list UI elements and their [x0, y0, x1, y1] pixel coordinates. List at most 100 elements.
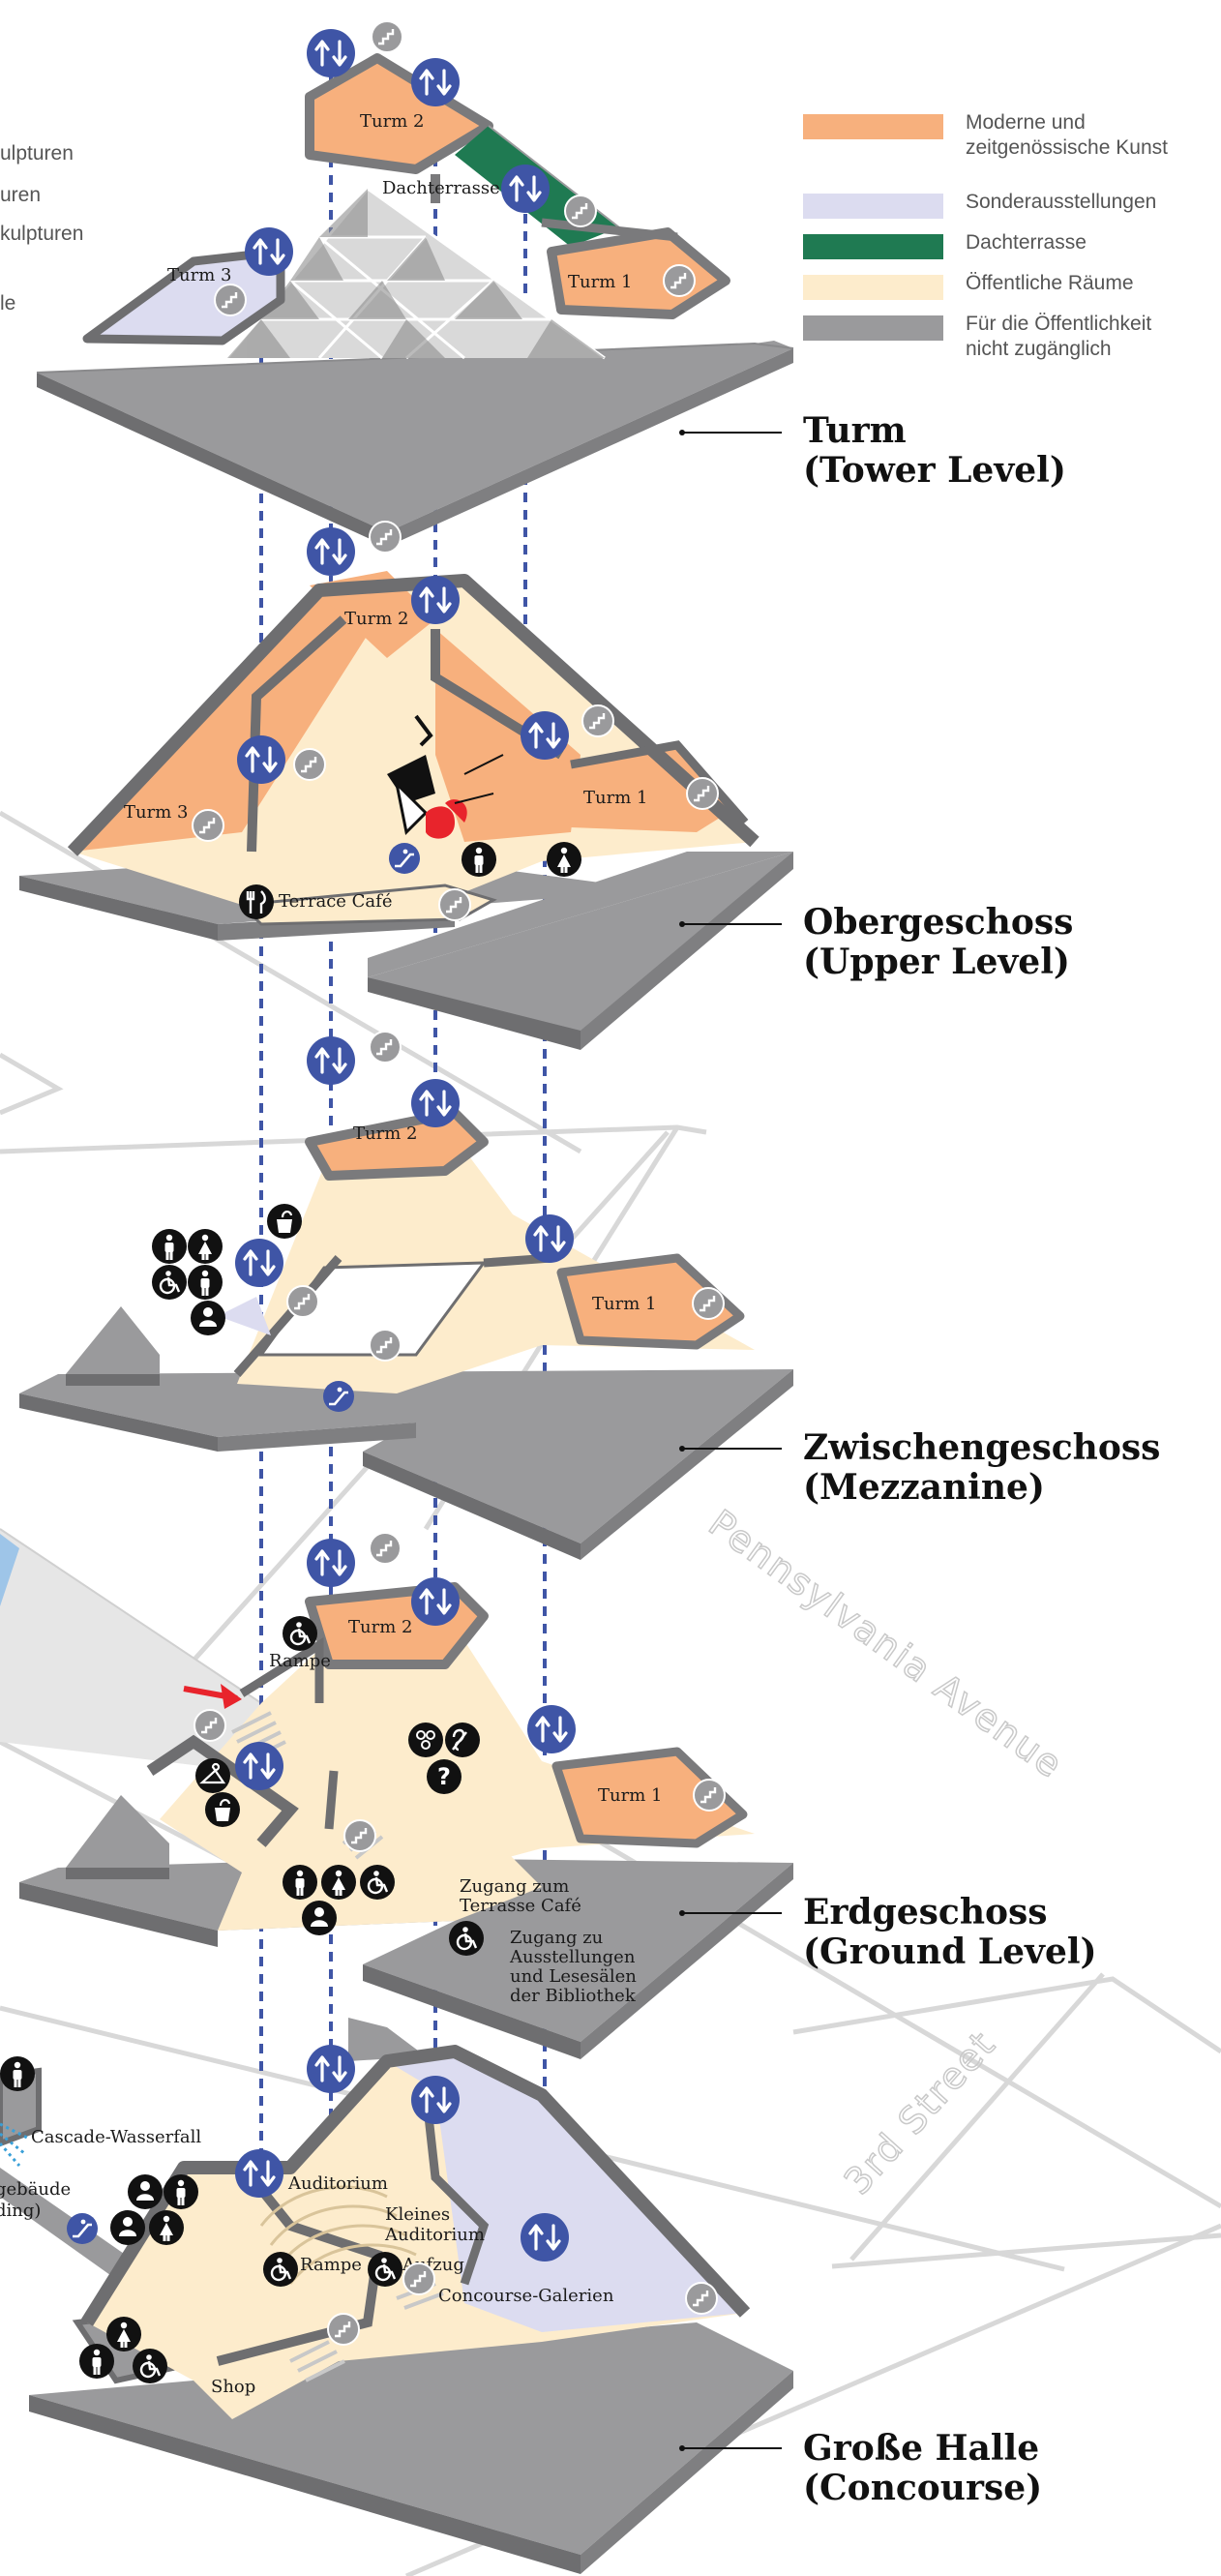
stairs-icon[interactable]: [437, 887, 472, 922]
baby-change-icon[interactable]: [128, 2174, 163, 2209]
stairs-icon[interactable]: [285, 1284, 320, 1319]
cafe-icon[interactable]: [237, 883, 276, 921]
coat-check-icon[interactable]: [194, 1756, 232, 1795]
restroom-woman-icon[interactable]: [321, 1865, 356, 1900]
elevator-icon[interactable]: [233, 1237, 285, 1289]
legend-swatch-special: [803, 194, 943, 219]
sculpture: [387, 714, 504, 839]
level-title-en: (Mezzanine): [803, 1467, 1045, 1508]
elevator-icon[interactable]: [519, 2211, 571, 2263]
elevator-icon[interactable]: [523, 1213, 576, 1265]
label-ground-zugang-aus-3: und Lesesälen: [510, 1966, 637, 1987]
cutoff-text: kulpturen: [0, 223, 84, 245]
label-concourse-auditorium: Auditorium: [287, 2173, 388, 2194]
level-title-de: Obergeschoss: [803, 902, 1074, 943]
level-title-en: (Tower Level): [803, 450, 1066, 491]
label-upper-turm1: Turm 1: [583, 788, 647, 808]
elevator-icon[interactable]: [305, 2043, 357, 2095]
stairs-icon[interactable]: [662, 263, 697, 298]
stairs-icon[interactable]: [326, 2312, 361, 2347]
elevator-icon[interactable]: [305, 1537, 357, 1589]
audio-guide-icon[interactable]: [407, 1722, 444, 1758]
elevator-icon[interactable]: [243, 225, 295, 278]
restroom-man-icon[interactable]: [188, 1265, 223, 1300]
restroom-man-icon[interactable]: [164, 2174, 198, 2209]
level-concourse: Cascade-Wasserfall gebäude ding) Auditor…: [0, 2018, 793, 2574]
stairs-icon[interactable]: [685, 776, 720, 811]
level-title-upper: Obergeschoss (Upper Level): [803, 903, 1073, 982]
wheelchair-icon[interactable]: [261, 2250, 300, 2289]
water-fountain-icon[interactable]: [203, 1790, 242, 1829]
wheelchair-icon[interactable]: [366, 2250, 404, 2289]
escalator-icon[interactable]: [321, 1379, 356, 1414]
level-title-mezzanine: Zwischengeschoss (Mezzanine): [803, 1428, 1160, 1508]
stairs-icon[interactable]: [692, 1778, 727, 1812]
elevator-icon[interactable]: [235, 734, 287, 786]
legend-item: Für die Öffentlichkeit nicht zugänglich: [803, 308, 1209, 387]
baby-change-icon[interactable]: [110, 2210, 145, 2245]
baby-change-icon[interactable]: [191, 1301, 225, 1335]
elevator-icon[interactable]: [409, 574, 462, 626]
hearing-icon[interactable]: [443, 1721, 482, 1759]
stairs-icon[interactable]: [691, 1286, 726, 1321]
elevator-icon[interactable]: [233, 2147, 285, 2200]
level-title-concourse: Große Halle (Concourse): [803, 2429, 1042, 2508]
legend-label: Moderne und zeitgenössische Kunst: [966, 111, 1168, 159]
elevator-icon[interactable]: [409, 1575, 462, 1628]
restroom-man-icon[interactable]: [462, 842, 496, 877]
cascade-waterfall: [0, 2122, 30, 2167]
stairs-icon[interactable]: [370, 19, 404, 54]
restroom-man-icon[interactable]: [0, 2056, 35, 2091]
level-title-en: (Upper Level): [803, 942, 1070, 982]
water-fountain-icon[interactable]: [265, 1202, 304, 1241]
stairs-icon[interactable]: [684, 2281, 719, 2316]
stairs-icon[interactable]: [368, 1328, 402, 1363]
label-ground-zugang-cafe-1: Zugang zum: [460, 1876, 569, 1897]
stairs-icon[interactable]: [292, 747, 327, 782]
cutoff-text: uren: [0, 184, 42, 206]
elevator-icon[interactable]: [525, 1703, 578, 1755]
stairs-icon[interactable]: [368, 1030, 402, 1064]
elevator-icon[interactable]: [305, 27, 357, 79]
stairs-icon[interactable]: [213, 283, 248, 317]
elevator-icon[interactable]: [233, 1740, 285, 1792]
stairs-icon[interactable]: [563, 194, 598, 228]
restroom-woman-icon[interactable]: [106, 2317, 141, 2351]
elevator-icon[interactable]: [519, 709, 571, 762]
stairs-icon[interactable]: [191, 808, 225, 843]
label-concourse-rampe: Rampe: [300, 2255, 362, 2275]
elevator-icon[interactable]: [305, 525, 357, 578]
stairs-icon[interactable]: [581, 704, 615, 738]
wheelchair-icon[interactable]: [150, 1263, 189, 1302]
info-icon[interactable]: [427, 1759, 462, 1794]
wheelchair-icon[interactable]: [447, 1919, 486, 1958]
legend-swatch-closed: [803, 315, 943, 341]
stairs-icon[interactable]: [193, 1708, 227, 1743]
level-title-en: (Ground Level): [803, 1932, 1097, 1972]
restroom-woman-icon[interactable]: [547, 842, 581, 877]
entrance-ramp: [0, 1510, 262, 1771]
elevator-icon[interactable]: [409, 2074, 462, 2126]
restroom-woman-icon[interactable]: [149, 2210, 184, 2245]
stairs-icon[interactable]: [368, 520, 402, 554]
restroom-woman-icon[interactable]: [188, 1229, 223, 1264]
restroom-man-icon[interactable]: [152, 1229, 187, 1264]
restroom-man-icon[interactable]: [283, 1865, 317, 1900]
elevator-icon[interactable]: [499, 163, 551, 215]
wheelchair-icon[interactable]: [131, 2347, 169, 2385]
restroom-man-icon[interactable]: [79, 2344, 114, 2379]
elevator-icon[interactable]: [305, 1034, 357, 1087]
wheelchair-icon[interactable]: [358, 1863, 397, 1902]
stairs-icon[interactable]: [342, 1818, 377, 1853]
escalator-icon[interactable]: [65, 2211, 100, 2246]
elevator-icon[interactable]: [409, 1077, 462, 1129]
label-tower-turm3: Turm 3: [167, 265, 231, 285]
elevator-icon[interactable]: [409, 56, 462, 108]
stairs-icon[interactable]: [368, 1531, 402, 1566]
escalator-icon[interactable]: [387, 841, 422, 876]
wheelchair-icon[interactable]: [281, 1614, 319, 1653]
baby-change-icon[interactable]: [302, 1901, 337, 1935]
label-concourse-cascade: Cascade-Wasserfall: [31, 2127, 201, 2147]
label-upper-turm2: Turm 2: [344, 609, 408, 629]
stairs-icon[interactable]: [402, 2261, 436, 2296]
